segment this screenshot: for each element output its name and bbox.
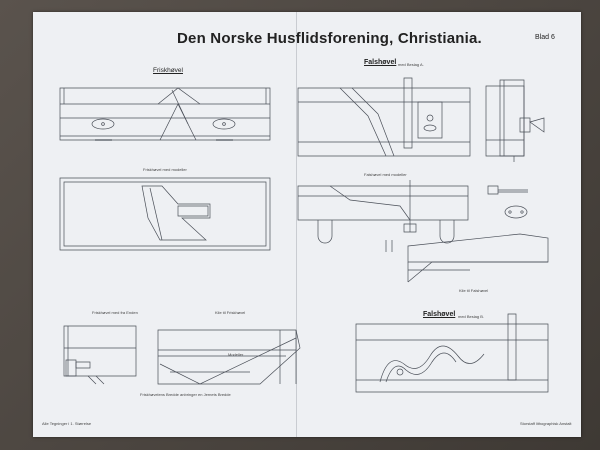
drawing-falshovel-a-end [486, 80, 544, 162]
drawing-friskhovel-end [64, 326, 136, 384]
drawing-friskhovel-section [60, 178, 270, 250]
label-kile-falshovel: Kile til Falshøvel [459, 288, 489, 293]
label-falshovel-b: Falshøvel [423, 311, 456, 318]
drawing-falshovel-section [298, 180, 468, 252]
drawing-friskhovel-kile [158, 330, 300, 384]
drawing-screw [488, 186, 528, 194]
label-friskhovel-sectioned: Friskhøvel med modeller [143, 167, 187, 172]
footer-left: Alle Tegninger i 1. Størrelse [42, 421, 92, 426]
sheet-number: Blad 6 [535, 34, 555, 41]
label-friskhovel-ends: Friskhøvel med fra Enden [92, 310, 138, 315]
label-kile: Kile til Friskhøvel [215, 310, 246, 315]
drawing-friskhovel-elevation [60, 88, 270, 140]
footer-right: Storstaff lithographisk Anstalt [520, 421, 572, 426]
label-friskhovel-bottom: Friskhøvelens Bredde anbringer en Jernet… [140, 392, 231, 397]
drawing-nut [505, 206, 527, 218]
drawing-falshovel-kile [408, 234, 548, 282]
label-kile-modeller: Modeller [228, 352, 244, 357]
label-falshovel-section: Falshøvel med modeller [364, 172, 407, 177]
label-friskhovel: Friskhøvel [153, 67, 183, 74]
poster-fold-line [296, 12, 297, 437]
poster-sheet [33, 12, 581, 437]
label-falshovel-b-sub: med Beslag B. [458, 314, 485, 319]
drawing-falshovel-a-elevation [298, 78, 470, 156]
drawing-falshovel-b [356, 314, 548, 392]
poster-title: Den Norske Husflidsforening, Christiania… [177, 30, 482, 47]
label-falshovel-a: Falshøvel [364, 59, 397, 66]
label-falshovel-a-sub: med Beslag A. [398, 62, 424, 67]
